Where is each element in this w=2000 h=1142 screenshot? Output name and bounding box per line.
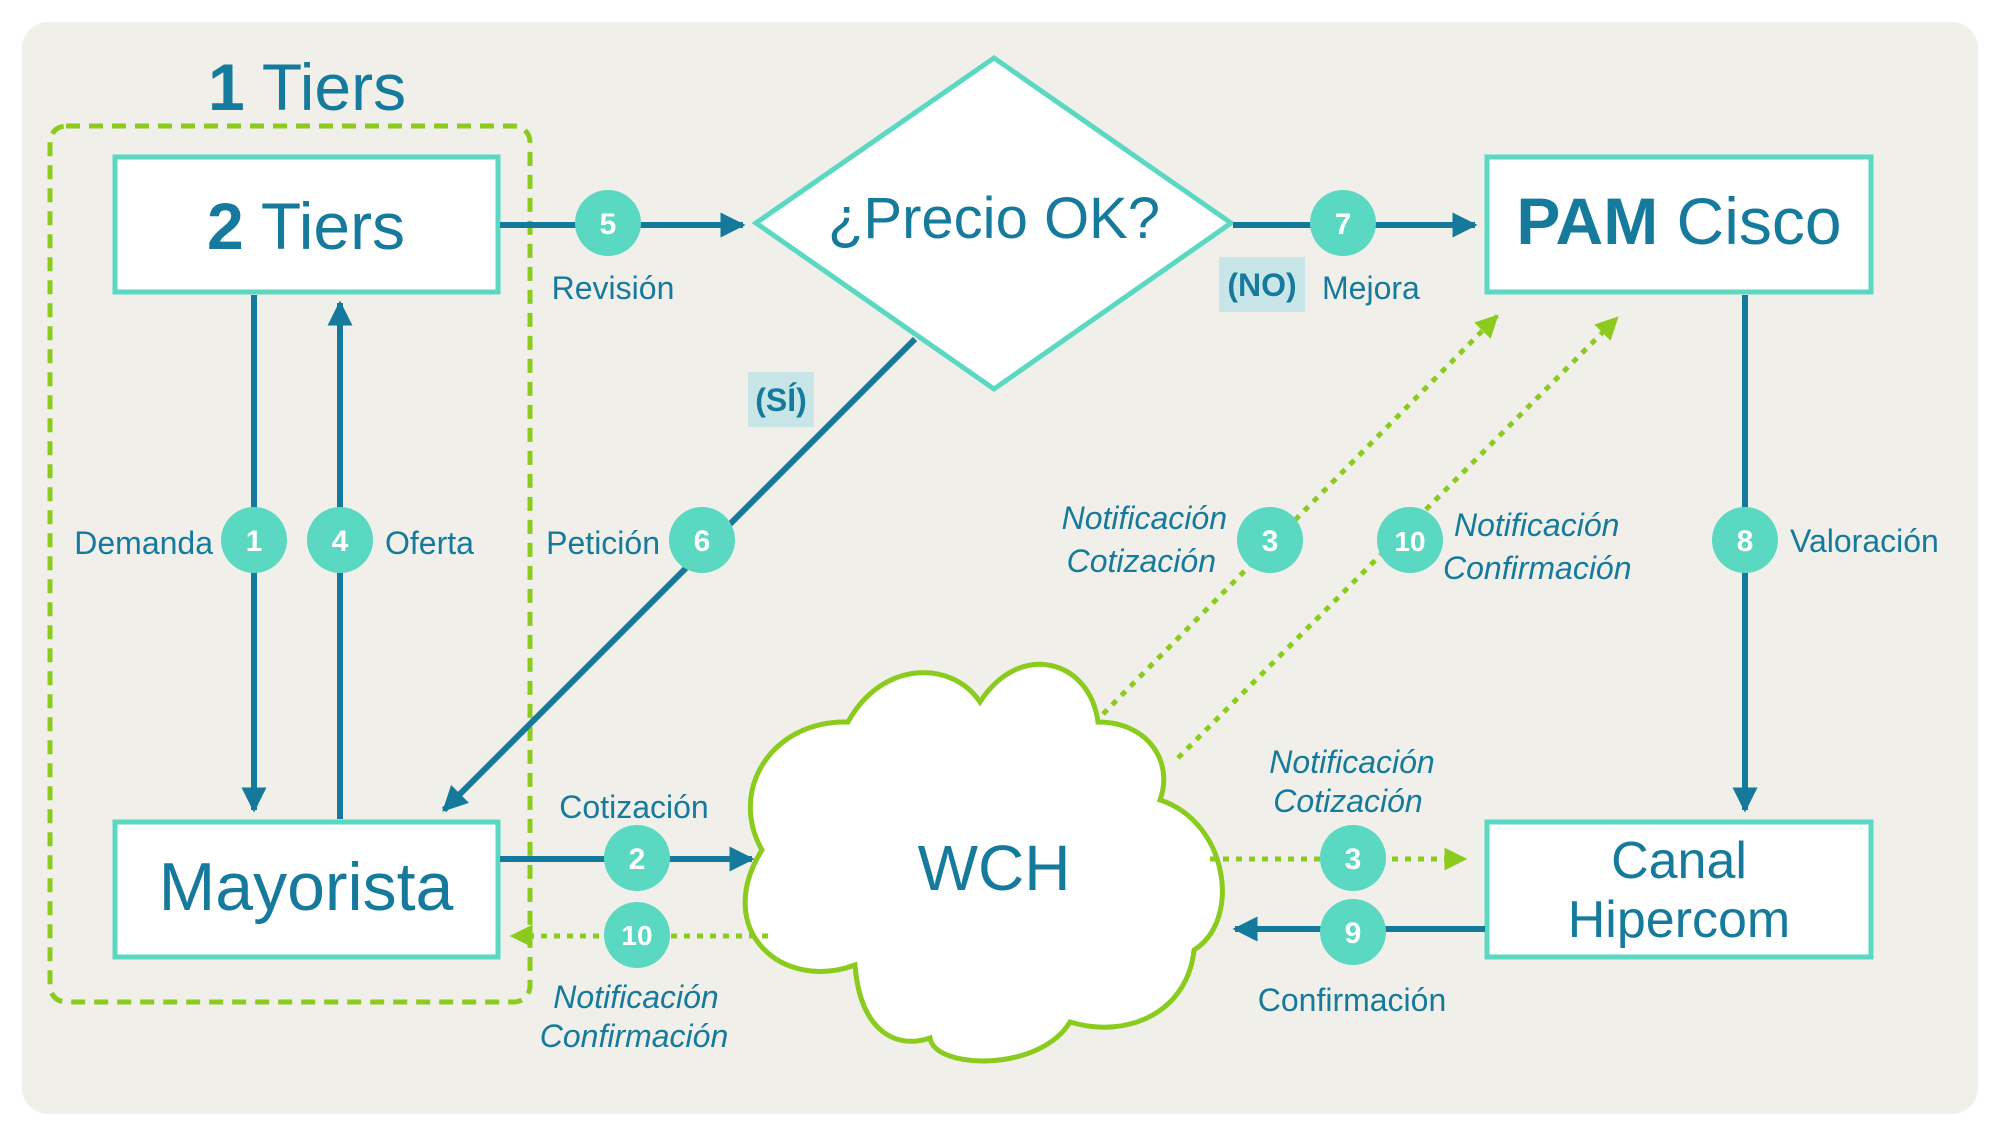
step-badge-9: 9 — [1320, 899, 1386, 965]
svg-text:10: 10 — [621, 920, 652, 951]
node-decision-label: ¿Precio OK? — [828, 186, 1160, 251]
label-revision: Revisión — [552, 270, 675, 306]
step-badge-3-lower: 3 — [1320, 825, 1386, 891]
node-canal-hipercom — [1484, 819, 1874, 960]
svg-text:3: 3 — [1262, 525, 1279, 558]
svg-text:10: 10 — [1394, 526, 1425, 557]
label-notif-confirmacion-upper-1: Notificación — [1454, 507, 1619, 543]
node-2-tiers — [112, 154, 501, 295]
label-notif-cotizacion-upper-2: Cotización — [1067, 543, 1216, 579]
step-badge-8: 8 — [1712, 507, 1778, 573]
svg-text:2: 2 — [629, 843, 646, 876]
tier1-group-label: 1 Tiers — [208, 50, 406, 124]
svg-text:9: 9 — [1345, 917, 1362, 950]
label-confirmacion: Confirmación — [1258, 982, 1447, 1018]
label-notif-confirmacion-lower-2: Confirmación — [540, 1018, 729, 1054]
svg-text:8: 8 — [1737, 525, 1754, 558]
arrow-6-peticion — [441, 336, 918, 813]
label-mejora: Mejora — [1322, 270, 1420, 306]
label-notif-cotizacion-upper-1: Notificación — [1062, 500, 1227, 536]
tag-no: (NO) — [1227, 267, 1296, 303]
label-valoracion: Valoración — [1790, 523, 1939, 559]
step-badge-3-upper: 3 — [1237, 507, 1303, 573]
svg-text:7: 7 — [1335, 208, 1352, 241]
tag-si: (SÍ) — [755, 382, 807, 418]
step-badge-7: 7 — [1310, 190, 1376, 256]
node-wch-label: WCH — [918, 832, 1071, 904]
label-peticion: Petición — [546, 525, 660, 561]
node-pam-cisco-label: PAM Cisco — [1516, 184, 1841, 258]
label-notif-cotizacion-lower-1: Notificación — [1269, 744, 1434, 780]
step-badge-4: 4 — [307, 507, 373, 573]
node-canal-line1: Canal — [1611, 832, 1747, 890]
svg-text:1: 1 — [246, 525, 263, 558]
step-badge-1: 1 — [221, 507, 287, 573]
arrow-3-notif-cotizacion-pam — [1101, 314, 1499, 716]
svg-text:3: 3 — [1345, 843, 1362, 876]
label-cotizacion: Cotización — [559, 789, 708, 825]
step-badge-2: 2 — [604, 825, 670, 891]
svg-text:4: 4 — [332, 525, 349, 558]
node-wch-cloud — [742, 661, 1225, 1064]
node-mayorista-label: Mayorista — [159, 849, 454, 925]
label-notif-confirmacion-upper-2: Confirmación — [1443, 550, 1632, 586]
step-badge-5: 5 — [575, 190, 641, 256]
tier1-group-border — [47, 123, 533, 1005]
node-canal-line2: Hipercom — [1568, 891, 1791, 949]
node-2-tiers-label: 2 Tiers — [207, 189, 405, 263]
svg-text:6: 6 — [694, 525, 711, 558]
node-decision-precio — [751, 54, 1236, 393]
label-notif-confirmacion-lower-1: Notificación — [553, 979, 718, 1015]
step-badge-6: 6 — [669, 507, 735, 573]
tag-no-bg — [1219, 257, 1305, 312]
node-pam-cisco — [1484, 154, 1874, 295]
label-notif-cotizacion-lower-2: Cotización — [1273, 783, 1422, 819]
step-badge-10-lower: 10 — [604, 902, 670, 968]
node-mayorista — [112, 819, 501, 960]
label-demanda: Demanda — [74, 525, 213, 561]
label-oferta: Oferta — [385, 525, 474, 561]
step-badge-10-upper: 10 — [1377, 507, 1443, 573]
tag-si-bg — [748, 372, 814, 427]
svg-text:5: 5 — [600, 208, 617, 241]
